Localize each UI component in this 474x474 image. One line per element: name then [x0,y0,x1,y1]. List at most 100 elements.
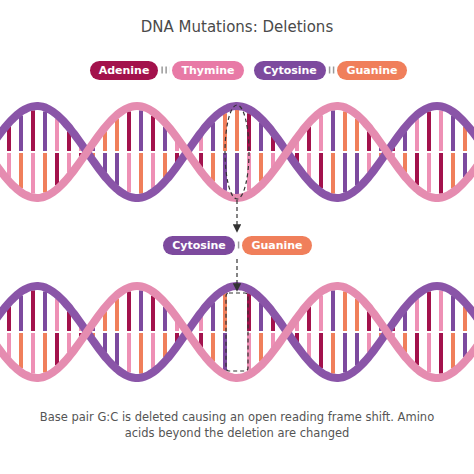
base-bar [259,153,263,182]
base-bar [151,333,155,368]
base-bar [139,153,143,194]
deletion-gap-outline [226,293,248,371]
base-bar [115,153,119,185]
base-bar [331,153,335,194]
base-bar [319,116,323,151]
base-bar [235,110,239,151]
dashed-arrow [236,200,237,231]
base-bar [415,153,419,185]
base-bar [451,153,455,188]
base-name: Guanine [251,239,302,252]
base-bar [211,333,215,362]
diagram-title: DNA Mutations: Deletions [0,18,474,36]
base-bar [331,333,335,374]
base-bar [343,333,347,373]
backbone-strand [0,106,474,198]
base-name: Cytosine [172,239,226,252]
base-bar [319,333,323,368]
base-bar [127,333,131,373]
base-bar [427,153,431,193]
base-bar [439,153,443,194]
base-name: Adenine [99,64,150,77]
base-bar [319,296,323,331]
base-bar [43,333,47,373]
base-bar [223,293,227,331]
base-bar [343,111,347,151]
base-bar [127,153,131,193]
base-pill: Thymine [172,61,243,80]
base-bar [415,119,419,151]
backbone-strand [0,286,474,378]
base-pill: Guanine [337,61,406,80]
base-bar [259,333,263,362]
base-bar [139,333,143,374]
base-bar [55,333,59,365]
base-bar [127,111,131,151]
base-pill: Cytosine [254,61,326,80]
base-bar [139,290,143,331]
base-bar [19,153,23,188]
base-bar [355,299,359,331]
base-bar [235,153,239,194]
backbone-strand [0,286,474,378]
pairing-dots [238,242,240,249]
pairing-dots [329,67,335,74]
base-bar [55,153,59,185]
base-bar [31,333,35,374]
base-bar [355,153,359,185]
base-name: Cytosine [263,64,317,77]
diagram-caption: Base pair G:C is deleted causing an open… [24,409,450,441]
base-name: Guanine [346,64,397,77]
base-bar [127,291,131,331]
base-bar [259,302,263,331]
base-bar [211,122,215,151]
base-pill: Guanine [242,236,311,255]
base-bar [151,153,155,188]
base-bar [43,153,47,193]
dna-helix [0,286,474,378]
base-bar [31,153,35,194]
base-bar [451,116,455,151]
base-bar [19,333,23,368]
base-bar [343,291,347,331]
base-bar [31,110,35,151]
base-bar [415,299,419,331]
base-bar [115,299,119,331]
base-bar [259,122,263,151]
base-bar [55,119,59,151]
base-bar [415,333,419,365]
base-bar [31,290,35,331]
base-bar [319,153,323,188]
base-bar [247,153,251,191]
base-bar [211,302,215,331]
base-bar [19,116,23,151]
base-bar [139,110,143,151]
backbone-strand [0,106,474,198]
dna-helix [0,106,474,198]
base-pill: Adenine [90,61,159,80]
base-bar [331,290,335,331]
base-bar [439,333,443,374]
base-bar [427,333,431,373]
base-bar [427,291,431,331]
base-name: Thymine [181,64,234,77]
base-bar [451,333,455,368]
deletion-outline [225,105,249,199]
base-bar [355,333,359,365]
base-bar [247,113,251,151]
base-bar [439,290,443,331]
base-bar [151,296,155,331]
base-bar [451,296,455,331]
base-pill: Cytosine [163,236,235,255]
base-bar [43,291,47,331]
base-bar [151,116,155,151]
base-bar [43,111,47,151]
pairing-dots [161,67,169,74]
base-bar [55,299,59,331]
dashed-arrow [236,259,237,290]
base-bar [331,110,335,151]
base-bar [343,153,347,193]
base-bar [439,110,443,151]
